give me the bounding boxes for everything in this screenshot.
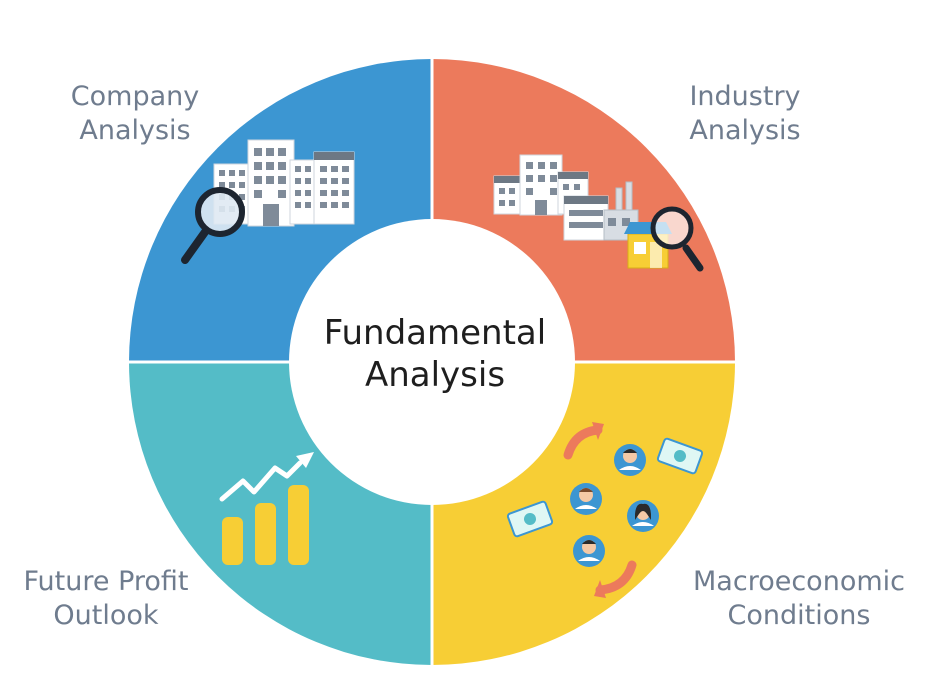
label-industry-line1: Industry	[689, 81, 801, 112]
center-circle	[289, 219, 575, 505]
label-company-line1: Company	[70, 81, 200, 112]
factory-shop-magnifier-icon	[493, 154, 704, 272]
label-industry-line2: Analysis	[689, 115, 801, 146]
label-macro-line1: Macroeconomic	[693, 566, 905, 597]
rising-bar-chart-icon	[219, 452, 314, 565]
label-macroeconomic-conditions: Macroeconomic Conditions	[668, 565, 930, 633]
center-title-line2: Analysis	[364, 355, 506, 395]
label-company-analysis: Company Analysis	[40, 80, 230, 148]
buildings-magnifier-icon	[181, 139, 355, 264]
label-company-line2: Analysis	[79, 115, 191, 146]
label-future-line1: Future Profit	[23, 566, 189, 597]
center-title-line1: Fundamental	[323, 313, 547, 353]
label-industry-analysis: Industry Analysis	[650, 80, 840, 148]
people-money-cycle-icon	[506, 422, 704, 598]
label-future-profit-outlook: Future Profit Outlook	[0, 565, 212, 633]
label-future-line2: Outlook	[53, 600, 159, 631]
label-macro-line2: Conditions	[727, 600, 871, 631]
center-title: Fundamental Analysis	[300, 312, 570, 396]
